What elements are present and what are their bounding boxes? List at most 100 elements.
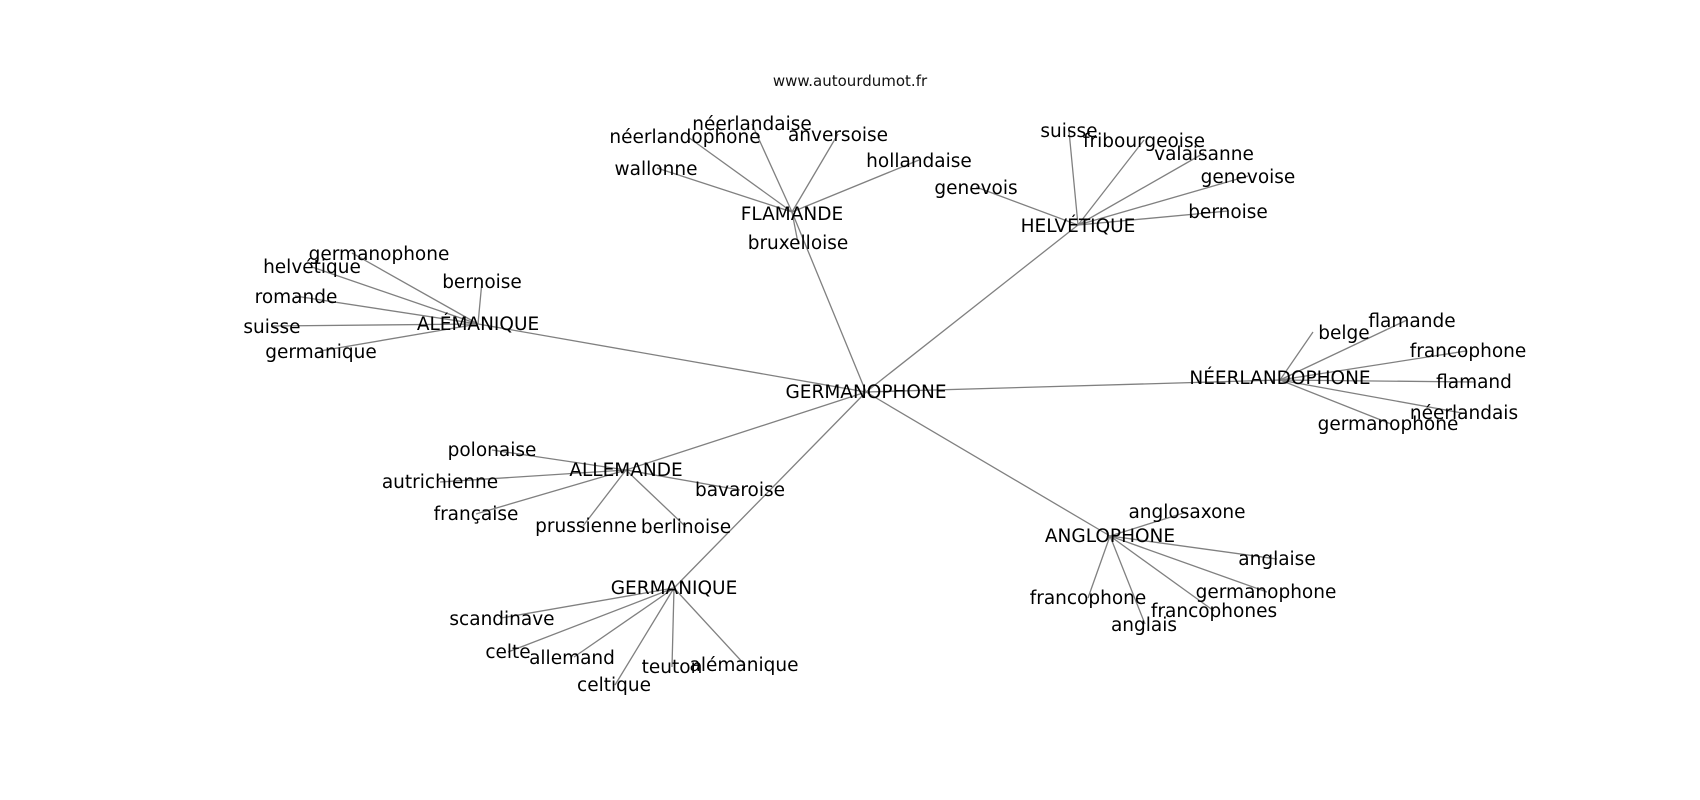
- node-leaf-anglophone-francophone: francophone: [1030, 588, 1147, 609]
- edges-layer: [271, 123, 1475, 686]
- edge-anglophone-francophones: [1109, 535, 1215, 612]
- node-hub-anglophone: ANGLOPHONE: [1045, 526, 1175, 547]
- edge-center-neerlandophone: [865, 379, 1281, 393]
- node-hub-germanique: GERMANIQUE: [611, 578, 738, 599]
- edge-alemanique-germanique: [319, 323, 479, 352]
- edge-germanique-alemanique: [673, 587, 746, 666]
- edge-alemanique-romande: [294, 295, 479, 325]
- node-leaf-alemanique-romande: romande: [255, 287, 338, 308]
- edge-flamande-hollandaise: [791, 159, 920, 213]
- edge-helvetique-suisse: [1068, 130, 1079, 226]
- edge-helvetique-genevoise: [1077, 175, 1249, 226]
- edge-anglophone-francophone: [1087, 535, 1111, 599]
- edge-anglophone-germanophone: [1109, 535, 1268, 593]
- edge-center-helvetique: [865, 224, 1079, 393]
- edge-flamande-bruxelloise: [791, 211, 799, 244]
- edge-germanique-scandinave: [500, 587, 675, 619]
- node-leaf-allemande-francaise: française: [434, 504, 519, 525]
- edge-germanique-celtique: [614, 587, 675, 686]
- node-hub-helvetique: HELVÉTIQUE: [1021, 215, 1136, 237]
- node-leaf-neerlandophone-flamand: flamand: [1436, 372, 1512, 393]
- node-leaf-neerlandophone-flamande: flamande: [1368, 311, 1455, 332]
- node-leaf-anglophone-anglais: anglais: [1111, 615, 1177, 636]
- node-leaf-germanique-celtique: celtique: [577, 675, 651, 696]
- edge-allemande-berlinoise: [625, 469, 687, 528]
- edge-flamande-neerlandophone: [687, 136, 793, 213]
- edge-alemanique-suisse: [271, 323, 479, 327]
- node-leaf-germanique-alemanique: alémanique: [690, 655, 799, 676]
- edge-neerlandophone-belge: [1279, 331, 1314, 381]
- node-leaf-germanique-celte: celte: [485, 642, 530, 663]
- node-leaf-allemande-bavaroise: bavaroise: [695, 480, 785, 501]
- edge-helvetique-genevois: [975, 186, 1079, 226]
- edge-neerlandophone-neerlandais: [1279, 379, 1463, 414]
- node-leaf-neerlandophone-francophone: francophone: [1410, 341, 1527, 362]
- node-leaf-neerlandophone-germanophone: germanophone: [1318, 414, 1459, 435]
- node-center-label: GERMANOPHONE: [785, 382, 946, 403]
- edge-flamande-neerlandaise: [751, 123, 793, 213]
- edge-helvetique-fribourgeoise: [1077, 139, 1145, 226]
- edge-alemanique-bernoise: [477, 280, 483, 325]
- node-leaf-helvetique-bernoise: bernoise: [1188, 202, 1268, 223]
- node-leaf-helvetique-fribourgeoise: fribourgeoise: [1083, 131, 1205, 152]
- node-leaf-anglophone-germanophone: germanophone: [1196, 582, 1337, 603]
- node-leaf-allemande-berlinoise: berlinoise: [641, 517, 731, 538]
- edge-allemande-bavaroise: [625, 469, 741, 491]
- edge-allemande-autrichienne: [439, 469, 627, 483]
- edge-germanique-allemand: [573, 587, 675, 658]
- node-leaf-alemanique-germanophone: germanophone: [309, 244, 450, 265]
- edge-germanique-celte: [507, 587, 675, 653]
- edge-center-anglophone: [865, 391, 1111, 537]
- node-leaf-anglophone-anglosaxone: anglosaxone: [1128, 502, 1245, 523]
- node-leaf-germanique-teuton: teuton: [642, 657, 703, 678]
- node-leaf-anglophone-francophones: francophones: [1151, 601, 1277, 622]
- edge-alemanique-germanophone: [351, 252, 479, 325]
- node-hub-alemanique: ALÉMANIQUE: [417, 313, 539, 335]
- edge-anglophone-anglais: [1109, 535, 1146, 625]
- node-leaf-anglophone-anglaise: anglaise: [1238, 549, 1315, 570]
- node-leaf-alemanique-germanique: germanique: [265, 342, 376, 363]
- edge-anglophone-anglosaxone: [1109, 511, 1188, 537]
- node-leaf-alemanique-helvetique: helvétique: [263, 257, 361, 278]
- node-leaf-allemande-prussienne: prussienne: [535, 516, 637, 537]
- edge-germanique-teuton: [671, 587, 675, 668]
- node-leaf-allemande-autrichienne: autrichienne: [382, 472, 498, 493]
- edge-neerlandophone-flamande: [1279, 319, 1408, 381]
- labels-layer: GERMANOPHONEALÉMANIQUEgermanophonehelvét…: [243, 114, 1526, 696]
- edge-neerlandophone-germanophone: [1279, 379, 1392, 425]
- node-leaf-helvetique-genevois: genevois: [934, 178, 1017, 199]
- node-leaf-helvetique-valaisanne: valaisanne: [1154, 144, 1254, 165]
- edge-center-alemanique: [477, 323, 867, 393]
- edge-allemande-prussienne: [582, 469, 627, 527]
- node-leaf-alemanique-bernoise: bernoise: [442, 272, 522, 293]
- edge-center-germanique: [673, 391, 867, 589]
- edge-center-allemande: [625, 391, 867, 471]
- node-leaf-flamande-bruxelloise: bruxelloise: [748, 233, 849, 254]
- node-leaf-flamande-neerlandaise: néerlandaise: [692, 114, 812, 135]
- edge-allemande-polonaise: [491, 449, 627, 471]
- node-leaf-flamande-hollandaise: hollandaise: [866, 151, 972, 172]
- node-hub-neerlandophone: NÉERLANDOPHONE: [1189, 367, 1370, 389]
- node-hub-allemande: ALLEMANDE: [569, 460, 682, 481]
- edge-neerlandophone-francophone: [1279, 350, 1467, 381]
- edge-alemanique-helvetique: [311, 266, 479, 325]
- node-leaf-alemanique-suisse: suisse: [243, 317, 300, 338]
- edge-helvetique-valaisanne: [1077, 152, 1205, 226]
- node-leaf-allemande-polonaise: polonaise: [448, 440, 537, 461]
- node-leaf-helvetique-genevoise: genevoise: [1201, 167, 1296, 188]
- edge-helvetique-bernoise: [1077, 210, 1229, 226]
- node-leaf-neerlandophone-neerlandais: néerlandais: [1410, 403, 1518, 424]
- watermark: www.autourdumot.fr: [772, 72, 928, 90]
- node-leaf-neerlandophone-belge: belge: [1318, 323, 1369, 344]
- edge-flamande-wallonne: [656, 167, 793, 213]
- node-leaf-helvetique-suisse: suisse: [1040, 121, 1097, 142]
- edge-neerlandophone-flamand: [1279, 379, 1475, 383]
- edge-center-flamande: [791, 211, 867, 393]
- node-leaf-flamande-anversoise: anversoise: [788, 125, 888, 146]
- edge-flamande-anversoise: [791, 133, 839, 213]
- node-leaf-germanique-allemand: allemand: [529, 648, 615, 669]
- node-leaf-germanique-scandinave: scandinave: [449, 609, 554, 630]
- node-leaf-flamande-wallonne: wallonne: [615, 159, 698, 180]
- node-hub-flamande: FLAMANDE: [741, 204, 843, 225]
